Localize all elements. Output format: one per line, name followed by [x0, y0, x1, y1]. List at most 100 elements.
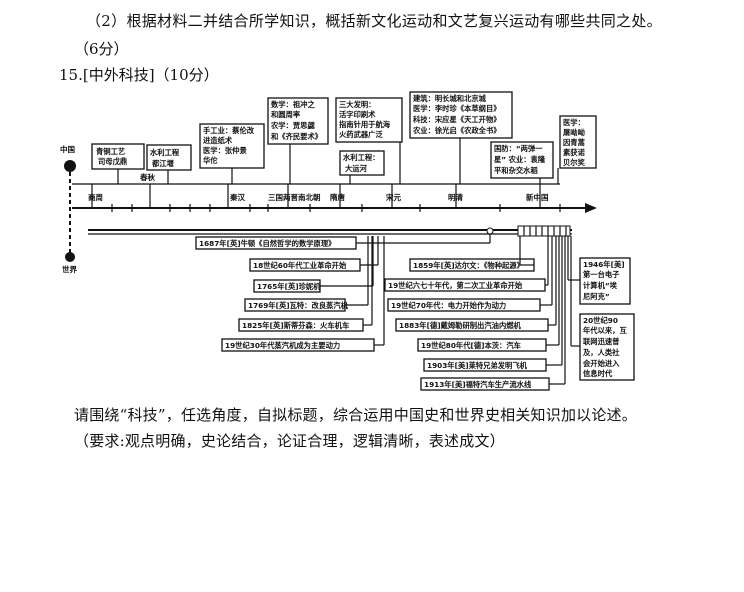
svg-text:1883年[德]戴姆勒研制出汽油内燃机: 1883年[德]戴姆勒研制出汽油内燃机	[399, 321, 522, 330]
svg-text:计算机“埃: 计算机“埃	[583, 281, 618, 290]
svg-text:1859年[英]达尔文：《物种起源》: 1859年[英]达尔文：《物种起源》	[413, 261, 524, 270]
era-label: 春秋	[140, 172, 155, 182]
svg-text:三大发明：: 三大发明：	[339, 100, 375, 109]
china-box-ming-qing: 建筑：明长城和北京城 医学：李时珍《本草纲目》 科技：宋应星《天工开物》 农业：…	[409, 91, 513, 184]
world-box-second-ir: 19世纪六七十年代，第二次工业革命开始	[384, 278, 546, 292]
question-15-heading: 15.[中外科技]（10分）	[59, 66, 219, 84]
world-box-industrial-rev: 18世纪60年代工业革命开始	[249, 258, 378, 272]
svg-text:1769年[英]瓦特：改良蒸汽机: 1769年[英]瓦特：改良蒸汽机	[248, 301, 349, 310]
world-box-watt: 1769年[英]瓦特：改良蒸汽机	[244, 298, 368, 312]
svg-text:尼阿克”: 尼阿克”	[583, 292, 610, 301]
china-box-new-china: 国防：“两弹一 星” 农业：袁隆 平和杂交水稻	[490, 141, 554, 184]
svg-text:医学：张仲景: 医学：张仲景	[203, 146, 247, 155]
china-box-bronze: 青铜工艺 司母戊鼎	[91, 143, 145, 184]
world-box-internet: 20世纪90 年代以来，互 联网迅速普 及，人类社 会开始进入 信息时代	[570, 236, 635, 381]
svg-text:1913年[美]福特汽车生产流水线: 1913年[美]福特汽车生产流水线	[424, 380, 532, 389]
china-box-dujiangyan: 水利工程 都江堰	[146, 144, 192, 184]
svg-text:素获诺: 素获诺	[563, 148, 586, 157]
svg-text:和《齐民要术》: 和《齐民要术》	[271, 132, 322, 141]
world-left-connectors	[367, 236, 385, 346]
era-label: 宋元	[386, 192, 401, 202]
svg-text:1687年[英]牛顿《自然哲学的数学原理》: 1687年[英]牛顿《自然哲学的数学原理》	[199, 239, 335, 248]
china-box-three-inventions: 三大发明： 活字印刷术 指南针用于航海 火药武器广泛	[335, 97, 403, 184]
svg-text:及，人类社: 及，人类社	[583, 348, 620, 357]
svg-text:1825年[英]斯蒂芬森：火车机车: 1825年[英]斯蒂芬森：火车机车	[242, 321, 350, 330]
svg-text:联网迅速普: 联网迅速普	[583, 337, 620, 346]
era-label: 隋唐	[330, 192, 345, 202]
question-2-text: （2）根据材料二并结合所学知识，概括新文化运动和文艺复兴运动有哪些共同之处。	[86, 12, 662, 30]
svg-text:19世纪80年代[德]本茨：汽车: 19世纪80年代[德]本茨：汽车	[421, 341, 522, 350]
svg-text:和圆周率: 和圆周率	[271, 110, 301, 119]
world-box-stephenson: 1825年[英]斯蒂芬森：火车机车	[238, 318, 372, 332]
svg-text:1946年[美]: 1946年[美]	[583, 260, 625, 269]
svg-text:平和杂交水稻: 平和杂交水稻	[494, 166, 538, 175]
svg-text:科技：宋应星《天工开物》: 科技：宋应星《天工开物》	[413, 115, 501, 124]
era-label: 新中国	[526, 192, 549, 202]
svg-text:青铜工艺: 青铜工艺	[96, 147, 125, 156]
svg-text:贝尔奖: 贝尔奖	[563, 158, 586, 167]
svg-text:因青蒿: 因青蒿	[563, 138, 586, 147]
era-label: 商周	[88, 192, 103, 202]
era-labels: 商周 春秋 秦汉 三国两晋南北朝 隋唐 宋元 明清 新中国	[88, 172, 549, 202]
question-2-score: （6分）	[74, 40, 129, 58]
world-box-steam-power: 19世纪30年代蒸汽机成为主要动力	[221, 338, 375, 352]
svg-text:屠呦呦: 屠呦呦	[563, 128, 585, 137]
svg-text:司母戊鼎: 司母戊鼎	[98, 157, 127, 166]
world-box-newton: 1687年[英]牛顿《自然哲学的数学原理》	[195, 234, 491, 250]
world-box-ford: 1913年[美]福特汽车生产流水线	[420, 377, 550, 391]
svg-text:水利工程: 水利工程	[150, 148, 180, 157]
china-label: 中国	[60, 144, 75, 154]
era-small-ticks	[111, 204, 561, 212]
svg-text:进造纸术: 进造纸术	[203, 136, 233, 145]
svg-text:信息时代: 信息时代	[583, 369, 613, 378]
svg-text:都江堰: 都江堰	[151, 159, 175, 168]
svg-text:年代以来，互: 年代以来，互	[583, 326, 627, 335]
china-dot	[64, 160, 76, 172]
svg-text:19世纪30年代蒸汽机成为主要动力: 19世纪30年代蒸汽机成为主要动力	[225, 341, 340, 350]
world-axis-dense-marks	[517, 225, 571, 237]
svg-text:医学：: 医学：	[563, 118, 585, 127]
world-box-darwin: 1859年[英]达尔文：《物种起源》	[409, 258, 535, 272]
svg-text:华佗: 华佗	[203, 156, 218, 165]
china-box-nobel: 医学： 屠呦呦 因青蒿 素获诺 贝尔奖	[557, 115, 597, 184]
era-label: 明清	[448, 192, 463, 202]
china-box-qinhan: 手工业：蔡伦改 进造纸术 医学：张仲景 华佗	[199, 123, 265, 184]
svg-text:数学：祖冲之: 数学：祖冲之	[271, 100, 315, 109]
svg-text:农业：徐光启《农政全书》: 农业：徐光启《农政全书》	[412, 126, 501, 135]
era-label: 三国两晋南北朝	[268, 192, 321, 202]
task-requirements: （要求:观点明确，史论结合，论证合理，逻辑清晰，表述成文）	[74, 432, 505, 450]
world-right-connectors	[519, 236, 566, 385]
china-axis-arrow	[585, 203, 597, 213]
china-box-math: 数学：祖冲之 和圆周率 农学：贾思勰 和《齐民要术》	[267, 97, 329, 184]
world-box-eniac: 1946年[美] 第一台电子 计算机“埃 尼阿克”	[567, 236, 631, 305]
world-box-benz: 19世纪80年代[德]本茨：汽车	[417, 338, 547, 352]
svg-text:农学：贾思勰: 农学：贾思勰	[270, 121, 315, 130]
world-dot	[65, 252, 75, 262]
task-instruction: 请围绕“科技”，任选角度，自拟标题，综合运用中国史和世界史相关知识加以论述。	[74, 406, 637, 424]
svg-text:星” 农业：袁隆: 星” 农业：袁隆	[494, 155, 546, 164]
svg-text:20世纪90: 20世纪90	[583, 316, 618, 325]
svg-text:19世纪六七十年代，第二次工业革命开始: 19世纪六七十年代，第二次工业革命开始	[388, 281, 523, 290]
era-ticks	[91, 184, 541, 208]
svg-text:1903年[美]莱特兄弟发明飞机: 1903年[美]莱特兄弟发明飞机	[427, 361, 528, 370]
svg-text:第一台电子: 第一台电子	[583, 270, 620, 279]
svg-text:水利工程：: 水利工程：	[343, 153, 379, 162]
svg-text:会开始进入: 会开始进入	[583, 359, 620, 368]
svg-text:19世纪70年代：电力开始作为动力: 19世纪70年代：电力开始作为动力	[391, 301, 506, 310]
world-box-jenny: 1765年[英]珍妮机	[253, 279, 373, 293]
world-label: 世界	[62, 264, 77, 274]
svg-text:火药武器广泛: 火药武器广泛	[339, 130, 383, 139]
svg-text:建筑：明长城和北京城: 建筑：明长城和北京城	[412, 94, 487, 103]
svg-text:国防：“两弹一: 国防：“两弹一	[494, 144, 543, 153]
svg-text:1765年[英]珍妮机: 1765年[英]珍妮机	[257, 282, 321, 291]
world-box-electricity: 19世纪70年代：电力开始作为动力	[387, 298, 541, 312]
svg-text:手工业：蔡伦改: 手工业：蔡伦改	[203, 126, 255, 135]
world-box-wright: 1903年[美]莱特兄弟发明飞机	[423, 358, 547, 372]
world-box-daimler: 1883年[德]戴姆勒研制出汽油内燃机	[395, 318, 549, 332]
era-label: 秦汉	[229, 192, 245, 202]
svg-text:医学：李时珍《本草纲目》: 医学：李时珍《本草纲目》	[413, 104, 501, 113]
svg-text:活字印刷术: 活字印刷术	[339, 110, 376, 119]
svg-text:指南针用于航海: 指南针用于航海	[339, 120, 391, 129]
china-box-grand-canal: 水利工程： 大运河	[339, 150, 385, 184]
